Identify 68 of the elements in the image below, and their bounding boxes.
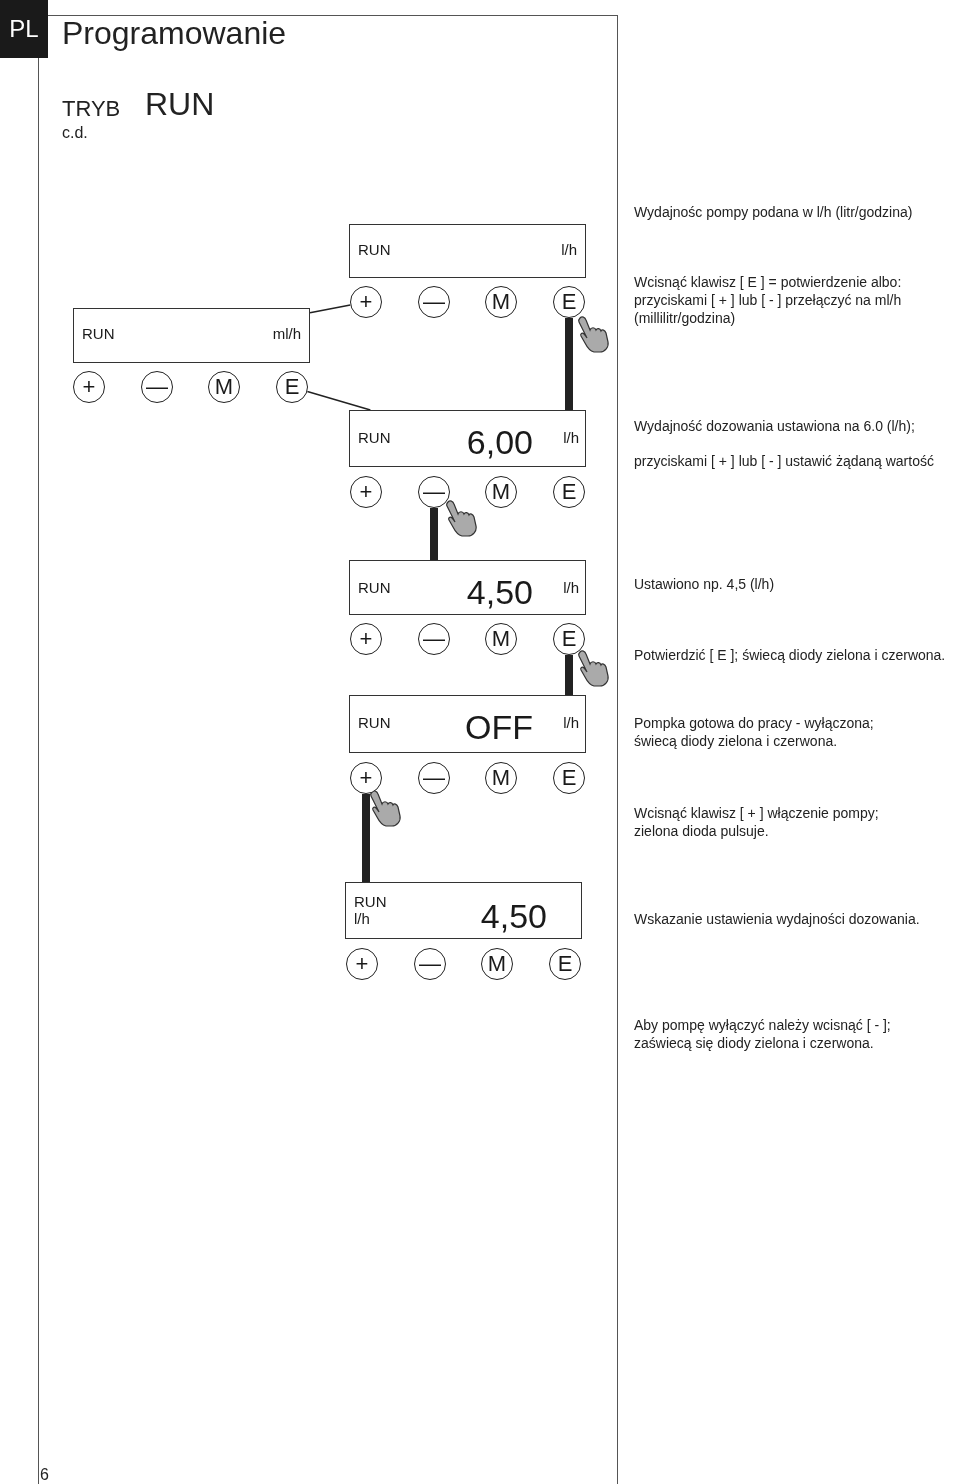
instruction-text: Wcisnąć klawisz [ + ] włączenie pompy; zielona dioda pulsuje. — [634, 804, 880, 840]
enter-key: E — [276, 371, 308, 403]
connector-bar — [565, 655, 573, 695]
enter-key: E — [553, 476, 585, 508]
plus-key: + — [350, 623, 382, 655]
mode-key: M — [485, 476, 517, 508]
mode-label: RUN — [358, 241, 391, 258]
continued-note: c.d. — [62, 124, 88, 143]
minus-key: — — [418, 623, 450, 655]
unit-label: ml/h — [272, 325, 301, 342]
connector-line — [306, 390, 372, 411]
lcd-display — [349, 560, 586, 615]
connector-line — [309, 304, 352, 314]
instruction-text: Wcisnąć klawisz [ E ] = potwierdzenie albo: przyciskami [ + ] lub [ - ] przełączyć na ml/h (millilitr/godzina) — [634, 273, 902, 327]
connector-bar — [362, 794, 370, 882]
mode-heading: RUN — [145, 86, 215, 123]
language-tab: PL — [0, 0, 48, 58]
connector-bar — [430, 508, 438, 560]
instruction-text: Wydajność dozowania ustawiona na 6.0 (l/h); — [634, 417, 916, 435]
lcd-display — [349, 410, 586, 467]
enter-key: E — [553, 286, 585, 318]
minus-key: — — [414, 948, 446, 980]
mode-key: M — [485, 286, 517, 318]
plus-key: + — [73, 371, 105, 403]
unit-label: l/h — [561, 241, 577, 258]
enter-key: E — [549, 948, 581, 980]
mode-heading: TRYB — [62, 96, 121, 122]
instruction-text: przyciskami [ + ] lub [ - ] ustawić żądaną wartość — [634, 452, 935, 470]
plus-key: + — [350, 286, 382, 318]
unit-label: l/h — [563, 429, 579, 446]
mode-label: RUN — [358, 429, 391, 446]
value-readout: 4,50 — [480, 897, 547, 936]
page-number: 6 — [40, 1466, 49, 1484]
lcd-display — [345, 882, 582, 939]
lcd-display — [349, 224, 586, 278]
unit-label: l/h — [563, 714, 579, 731]
unit-label: l/h — [563, 579, 579, 596]
instruction-text: Wskazanie ustawienia wydajności dozowania. — [634, 910, 921, 928]
enter-key: E — [553, 623, 585, 655]
plus-key: + — [346, 948, 378, 980]
value-readout: 4,50 — [466, 573, 533, 612]
mode-key: M — [208, 371, 240, 403]
minus-key: — — [418, 286, 450, 318]
plus-key: + — [350, 762, 382, 794]
minus-key: — — [141, 371, 173, 403]
connector-bar — [565, 318, 573, 410]
mode-key: M — [481, 948, 513, 980]
enter-key: E — [553, 762, 585, 794]
value-readout: OFF — [465, 708, 533, 747]
lcd-display — [349, 695, 586, 753]
mode-label: RUN — [358, 714, 391, 731]
plus-key: + — [350, 476, 382, 508]
instruction-text: Wydajnośc pompy podana w l/h (litr/godzina) — [634, 203, 914, 221]
instruction-text: Ustawiono np. 4,5 (l/h) — [634, 575, 776, 593]
mode-key: M — [485, 623, 517, 655]
lcd-display — [73, 308, 310, 363]
page-title: Programowanie — [62, 14, 287, 53]
minus-key: — — [418, 476, 450, 508]
minus-key: — — [418, 762, 450, 794]
mode-label: RUN — [354, 893, 387, 910]
instruction-text: Pompka gotowa do pracy - wyłączona; świecą diody zielona i czerwona. — [634, 714, 875, 750]
value-readout: 6,00 — [466, 423, 533, 462]
instruction-text: Aby pompę wyłączyć należy wcisnąć [ - ]; zaświecą się diody zielona i czerwona. — [634, 1016, 892, 1052]
mode-label: RUN — [358, 579, 391, 596]
mode-key: M — [485, 762, 517, 794]
unit-label: l/h — [354, 910, 370, 927]
mode-label: RUN — [82, 325, 115, 342]
instruction-text: Potwierdzić [ E ]; świecą diody zielona i czerwona. — [634, 646, 947, 664]
